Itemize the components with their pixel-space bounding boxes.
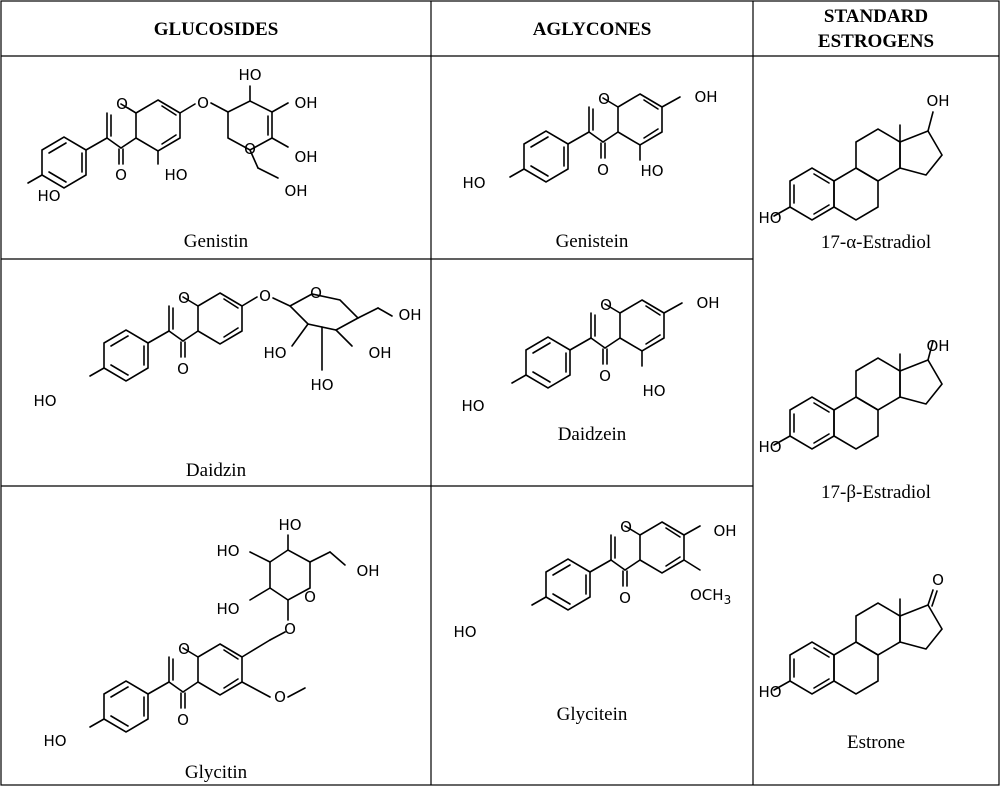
daidzein-carbonyl-oxygen: O: [599, 367, 611, 385]
caption-glycitein: Glycitein: [557, 704, 628, 725]
caption-genistin: Genistin: [184, 231, 249, 252]
genistin-glycosidic-oxygen: O: [197, 94, 209, 112]
daidzin-sugar-oh-bottom: HO: [310, 376, 333, 394]
genistein-5-oh: HO: [640, 162, 663, 180]
daidzin-sugar-ch2oh: OH: [398, 306, 421, 324]
daidzin-sugar-oh-right: OH: [368, 344, 391, 362]
glycitein-methoxy-main: OCH: [690, 586, 724, 604]
daidzin-carbonyl-oxygen: O: [177, 360, 189, 378]
header-standard-estrogens-line2: ESTROGENS: [818, 31, 934, 52]
genistin-sugar-ring-oxygen: O: [244, 140, 256, 158]
glycitin-ho-ring-b: HO: [43, 732, 66, 750]
glycitein-ring-oxygen: O: [620, 518, 632, 536]
genistin-5-oh: HO: [164, 166, 187, 184]
daidzin-glycosidic-oxygen: O: [259, 287, 271, 305]
daidzin-ho-ring-b: HO: [33, 392, 56, 410]
caption-daidzin: Daidzin: [186, 460, 247, 481]
glycitin-glycosidic-oxygen: O: [284, 620, 296, 638]
beta-estradiol-17-oh: OH: [926, 337, 949, 355]
genistin-sugar-oh-top: HO: [238, 66, 261, 84]
glycitein-methoxy-subscript: 3: [724, 593, 732, 607]
genistin-sugar-oh-right-bottom: OH: [294, 148, 317, 166]
genistin-ring-oxygen: O: [116, 95, 128, 113]
caption-glycitin: Glycitin: [185, 762, 248, 783]
caption-17-alpha-estradiol: 17-α-Estradiol: [821, 232, 931, 253]
daidzein-5-oh: HO: [642, 382, 665, 400]
estrone-3-ho: HO: [758, 683, 781, 701]
alpha-estradiol-17-oh: OH: [926, 92, 949, 110]
genistin-sugar-ch2oh: OH: [284, 182, 307, 200]
beta-estradiol-3-ho: HO: [758, 438, 781, 456]
glycitein-methoxy: OCH3: [690, 586, 731, 607]
genistein-carbonyl-oxygen: O: [597, 161, 609, 179]
structure-glycitin: O O HO O O O HO HO HO OH: [43, 516, 379, 750]
genistin-sugar-oh-right-top: OH: [294, 94, 317, 112]
glycitein-ho-ring-b: HO: [453, 623, 476, 641]
structure-daidzein: O O HO OH HO: [461, 294, 719, 415]
header-standard-estrogens-line1: STANDARD: [824, 6, 928, 27]
estrone-17-keto-oxygen: O: [932, 571, 944, 589]
glycitin-sugar-oh-left-top: HO: [216, 542, 239, 560]
structure-genistin: O O HO HO O O HO OH OH OH: [27, 66, 318, 205]
daidzein-ring-oxygen: O: [600, 296, 612, 314]
daidzein-7-oh: OH: [696, 294, 719, 312]
genistein-ring-oxygen: O: [598, 90, 610, 108]
structure-estrone: O HO: [758, 571, 943, 701]
structure-17-beta-estradiol: OH HO: [758, 337, 949, 456]
structure-17-alpha-estradiol: OH HO: [758, 92, 949, 227]
glycitin-ring-oxygen: O: [178, 640, 190, 658]
header-aglycones: AGLYCONES: [533, 19, 652, 40]
daidzin-sugar-oh-left: HO: [263, 344, 286, 362]
daidzin-sugar-ring-oxygen: O: [310, 284, 322, 302]
header-glucosides: GLUCOSIDES: [154, 19, 279, 40]
structure-glycitein: O O HO OH OCH3: [453, 518, 736, 641]
alpha-estradiol-3-ho: HO: [758, 209, 781, 227]
genistein-ho-ring-b: HO: [462, 174, 485, 192]
genistin-carbonyl-oxygen: O: [115, 166, 127, 184]
glycitin-sugar-oh-left-bottom: HO: [216, 600, 239, 618]
daidzin-ring-oxygen: O: [178, 289, 190, 307]
structure-daidzin: O O HO O O OH HO HO OH: [33, 284, 421, 410]
caption-estrone: Estrone: [847, 732, 905, 753]
genistin-ho-ring-b: HO: [37, 187, 60, 205]
glycitein-7-oh: OH: [713, 522, 736, 540]
glycitin-sugar-ring-oxygen: O: [304, 588, 316, 606]
glycitin-methoxy-oxygen: O: [274, 688, 286, 706]
glycitein-carbonyl-oxygen: O: [619, 589, 631, 607]
caption-genistein: Genistein: [556, 231, 629, 252]
glycitin-sugar-oh-top: HO: [278, 516, 301, 534]
caption-daidzein: Daidzein: [558, 424, 627, 445]
glycitin-carbonyl-oxygen: O: [177, 711, 189, 729]
caption-17-beta-estradiol: 17-β-Estradiol: [821, 482, 931, 503]
daidzein-ho-ring-b: HO: [461, 397, 484, 415]
structure-genistein: O O HO OH HO: [462, 88, 717, 192]
glycitin-sugar-ch2oh: OH: [356, 562, 379, 580]
genistein-7-oh: OH: [694, 88, 717, 106]
